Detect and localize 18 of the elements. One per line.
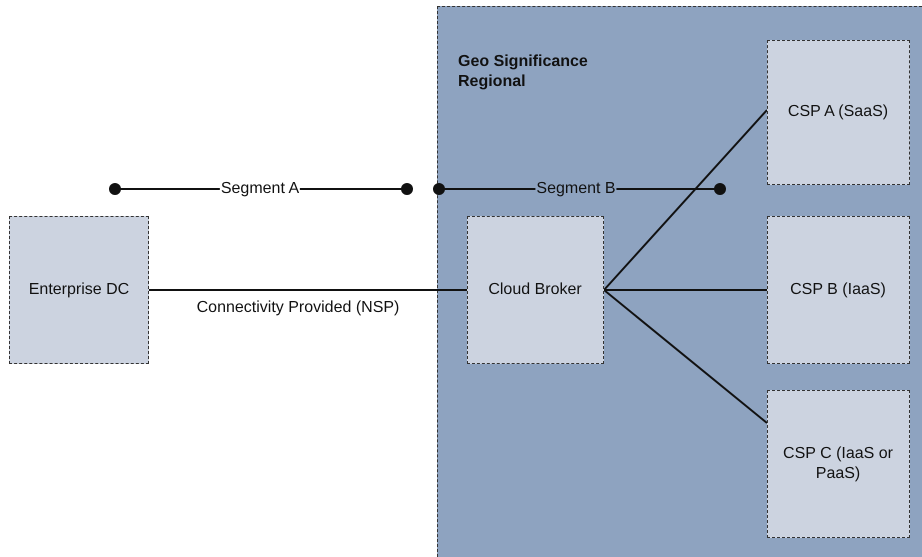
component-box bbox=[766, 216, 910, 364]
component-box bbox=[466, 216, 604, 364]
connector-line bbox=[604, 289, 767, 291]
box-label: CSP B (IaaS) bbox=[790, 280, 886, 300]
box-label: Cloud Broker bbox=[488, 280, 582, 300]
connector-line bbox=[603, 109, 768, 291]
region-panel bbox=[437, 6, 922, 557]
connector-line bbox=[149, 289, 467, 291]
component-box bbox=[766, 40, 910, 184]
component-box bbox=[9, 216, 149, 364]
box-label: CSP A (SaaS) bbox=[788, 102, 888, 122]
segment-label: Segment A bbox=[220, 180, 300, 198]
segment-label: Segment B bbox=[535, 180, 617, 198]
connector-line bbox=[603, 289, 768, 424]
box-label: CSP C (IaaS or PaaS) bbox=[782, 444, 894, 483]
region-title: Geo Significance Regional bbox=[458, 52, 589, 92]
component-box bbox=[766, 390, 910, 538]
box-label: Enterprise DC bbox=[28, 280, 130, 300]
